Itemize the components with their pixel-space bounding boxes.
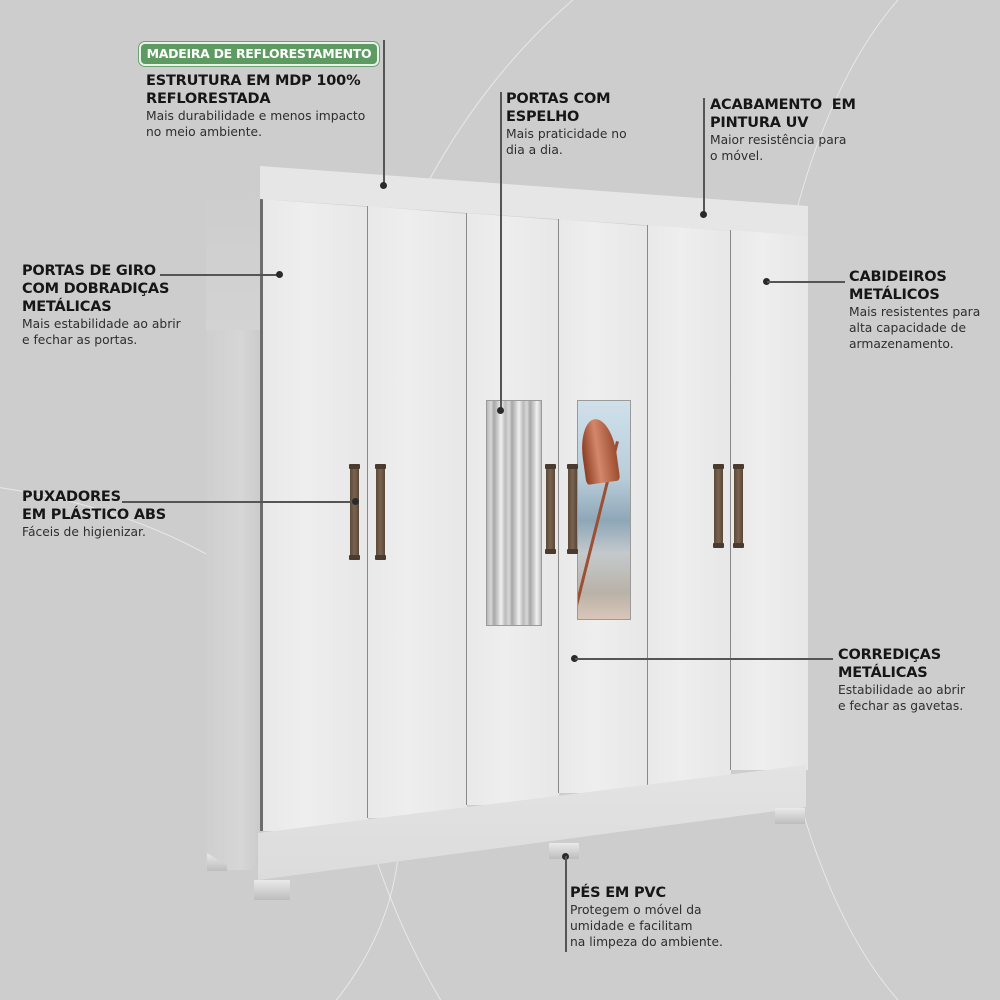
callout-title: COM DOBRADIÇAS bbox=[22, 281, 170, 297]
leader-line bbox=[383, 40, 385, 185]
leader-line bbox=[122, 501, 356, 503]
callout-description: na limpeza do ambiente. bbox=[570, 935, 723, 949]
door-handle bbox=[545, 464, 556, 554]
callout-description: e fechar as gavetas. bbox=[838, 699, 964, 713]
leader-dot bbox=[497, 407, 504, 414]
callout-description: Mais resistentes para bbox=[849, 305, 981, 319]
leader-line bbox=[575, 658, 833, 660]
callout-title: PORTAS DE GIRO bbox=[22, 263, 156, 279]
leader-dot bbox=[700, 211, 707, 218]
callout-description: Mais praticidade no bbox=[506, 127, 627, 141]
callout-description: no meio ambiente. bbox=[146, 125, 263, 139]
callout-description: umidade e facilitam bbox=[570, 919, 693, 933]
callout-title: CABIDEIROS bbox=[849, 269, 947, 285]
callout-description: o móvel. bbox=[710, 149, 764, 163]
wardrobe-door-6 bbox=[730, 230, 808, 770]
callout-description: Fáceis de higienizar. bbox=[22, 525, 146, 539]
callout-corredicas: CORREDIÇAS METÁLICAS Estabilidade ao abr… bbox=[838, 646, 965, 714]
leader-line bbox=[500, 92, 502, 410]
callout-acabamento: ACABAMENTO EM PINTURA UV Maior resistênc… bbox=[710, 96, 856, 164]
callout-title: ESPELHO bbox=[506, 109, 580, 125]
leader-dot bbox=[571, 655, 578, 662]
leader-dot bbox=[380, 182, 387, 189]
leader-dot bbox=[276, 271, 283, 278]
mirror-reflection-lamp-shade bbox=[578, 416, 621, 486]
door-handle bbox=[349, 464, 360, 560]
leader-line bbox=[565, 856, 567, 952]
leader-dot bbox=[352, 498, 359, 505]
callout-title: ACABAMENTO EM bbox=[710, 97, 856, 113]
callout-description: Mais estabilidade ao abrir bbox=[22, 317, 181, 331]
mirror-right bbox=[577, 400, 631, 620]
callout-portas-giro: PORTAS DE GIRO COM DOBRADIÇAS METÁLICAS … bbox=[22, 262, 181, 348]
callout-description: dia a dia. bbox=[506, 143, 563, 157]
leader-dot bbox=[763, 278, 770, 285]
callout-title: PUXADORES bbox=[22, 489, 121, 505]
door-handle bbox=[713, 464, 724, 548]
wardrobe-side-panel bbox=[206, 330, 264, 870]
callout-title: METÁLICOS bbox=[849, 287, 940, 303]
callout-cabideiros: CABIDEIROS METÁLICOS Mais resistentes pa… bbox=[849, 268, 980, 352]
callout-title: PORTAS COM bbox=[506, 91, 611, 107]
callout-title: ESTRUTURA EM MDP 100% bbox=[146, 73, 361, 89]
callout-pes: PÉS EM PVC Protegem o móvel da umidade e… bbox=[570, 884, 723, 950]
callout-title: EM PLÁSTICO ABS bbox=[22, 507, 166, 523]
callout-title: PÉS EM PVC bbox=[570, 885, 666, 901]
door-handle bbox=[375, 464, 386, 560]
callout-title: REFLORESTADA bbox=[146, 91, 271, 107]
wardrobe-side-panel-top bbox=[206, 190, 264, 330]
pvc-foot bbox=[549, 843, 579, 859]
reforestation-badge: MADEIRA DE REFLORESTAMENTO bbox=[139, 42, 379, 66]
callout-description: Protegem o móvel da bbox=[570, 903, 702, 917]
callout-description: Estabilidade ao abrir bbox=[838, 683, 966, 697]
callout-description: Maior resistência para bbox=[710, 133, 847, 147]
callout-description: Mais durabilidade e menos impacto bbox=[146, 109, 366, 123]
callout-espelho: PORTAS COM ESPELHO Mais praticidade no d… bbox=[506, 90, 627, 158]
callout-title: PINTURA UV bbox=[710, 115, 809, 131]
pvc-foot bbox=[254, 880, 290, 900]
callout-title: METÁLICAS bbox=[22, 299, 112, 315]
mirror-left bbox=[486, 400, 542, 626]
callout-title: METÁLICAS bbox=[838, 665, 928, 681]
callout-puxadores: PUXADORES EM PLÁSTICO ABS Fáceis de higi… bbox=[22, 488, 166, 540]
callout-description: armazenamento. bbox=[849, 337, 954, 351]
callout-estrutura: ESTRUTURA EM MDP 100% REFLORESTADA Mais … bbox=[146, 72, 365, 140]
door-handle bbox=[733, 464, 744, 548]
callout-title: CORREDIÇAS bbox=[838, 647, 941, 663]
leader-line bbox=[160, 274, 278, 276]
callout-description: alta capacidade de bbox=[849, 321, 967, 335]
callout-description: e fechar as portas. bbox=[22, 333, 138, 347]
pvc-foot bbox=[775, 808, 805, 824]
leader-line bbox=[767, 281, 845, 283]
door-handle bbox=[567, 464, 578, 554]
leader-line bbox=[703, 98, 705, 214]
